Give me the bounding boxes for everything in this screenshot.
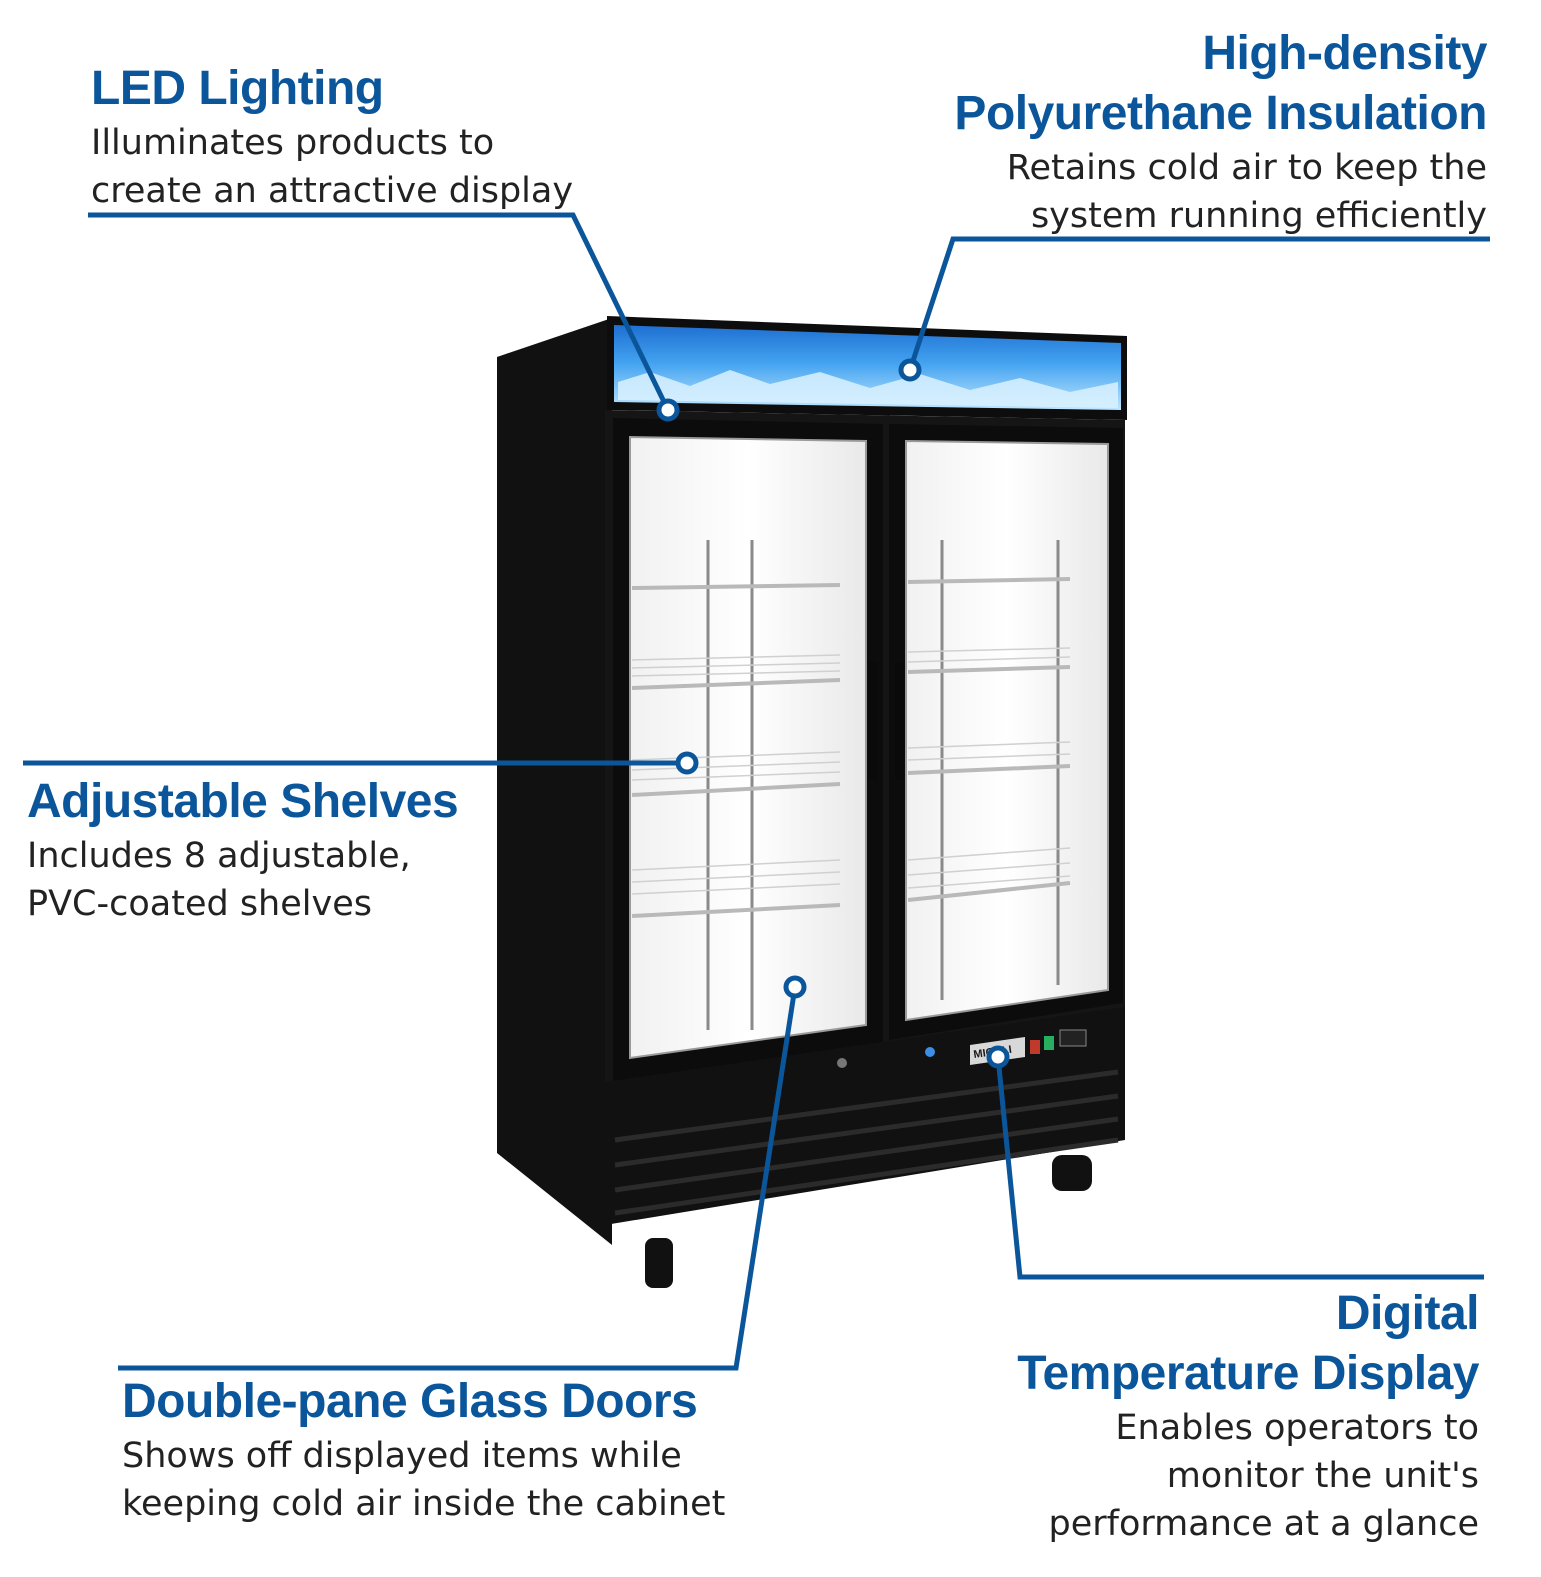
insulation-dot: [898, 358, 922, 382]
callout-text: Illuminates products to: [91, 123, 495, 163]
callout-text: Retains cold air to keep the: [1006, 148, 1487, 188]
callout-title: LED Lighting: [91, 62, 384, 115]
left-door-handle[interactable]: [868, 662, 878, 780]
display-leader-line: [995, 1056, 1484, 1280]
callout-text: monitor the unit's: [1166, 1456, 1479, 1496]
callout-text: Enables operators to: [1115, 1408, 1479, 1448]
grille-slats: [614, 1069, 1119, 1216]
callout-text: performance at a glance: [1048, 1504, 1480, 1544]
leader-lines: [23, 212, 1490, 1371]
ice-pattern: [618, 370, 1118, 408]
insulation-leader-line: [907, 236, 1490, 371]
shelves-dot: [675, 751, 699, 775]
display-dot: [986, 1045, 1010, 1069]
cabinet-side-panel: [497, 318, 612, 1245]
shelf-standards: [706, 540, 1060, 1030]
control-switch-green[interactable]: [1044, 1036, 1054, 1050]
callout-temperature-display: Digital Temperature Display Enables oper…: [1017, 1284, 1479, 1548]
led-leader-line: [88, 212, 671, 412]
callout-text: PVC-coated shelves: [27, 884, 372, 924]
door-lock[interactable]: [837, 1058, 847, 1068]
digital-temperature-display: [1059, 1029, 1087, 1047]
callout-title: Digital: [1335, 1287, 1480, 1340]
callout-led-lighting: LED Lighting Illuminates products to cre…: [91, 59, 573, 215]
callout-title: High-density: [1202, 27, 1487, 80]
power-indicator: [925, 1047, 935, 1057]
right-shelves: [907, 577, 1071, 902]
callout-adjustable-shelves: Adjustable Shelves Includes 8 adjustable…: [27, 772, 459, 928]
left-shelves: [631, 583, 841, 918]
callout-text: Includes 8 adjustable,: [27, 836, 411, 876]
callout-title: Polyurethane Insulation: [954, 87, 1487, 140]
control-switch-red[interactable]: [1030, 1040, 1040, 1054]
right-door-handle[interactable]: [895, 662, 905, 780]
doors-leader-line: [118, 986, 798, 1371]
right-shelf-wires: [907, 647, 1071, 889]
left-shelf-wires: [631, 654, 841, 895]
left-glass-door[interactable]: [613, 418, 883, 1082]
callout-title: Adjustable Shelves: [27, 775, 459, 828]
callout-text: keeping cold air inside the cabinet: [122, 1484, 726, 1524]
callout-title: Temperature Display: [1017, 1347, 1479, 1400]
leader-dots: [656, 358, 1010, 1069]
doors-dot: [783, 975, 807, 999]
callout-title: Double-pane Glass Doors: [122, 1375, 698, 1428]
callout-text: Shows off displayed items while: [122, 1436, 682, 1476]
callout-text: create an attractive display: [91, 171, 574, 211]
callout-glass-doors: Double-pane Glass Doors Shows off displa…: [122, 1372, 725, 1528]
casters: [500, 1127, 1092, 1288]
callout-text: system running efficiently: [1030, 196, 1487, 236]
callout-insulation: High-density Polyurethane Insulation Ret…: [954, 24, 1487, 240]
led-dot: [656, 398, 680, 422]
right-glass-door[interactable]: [889, 424, 1123, 1040]
